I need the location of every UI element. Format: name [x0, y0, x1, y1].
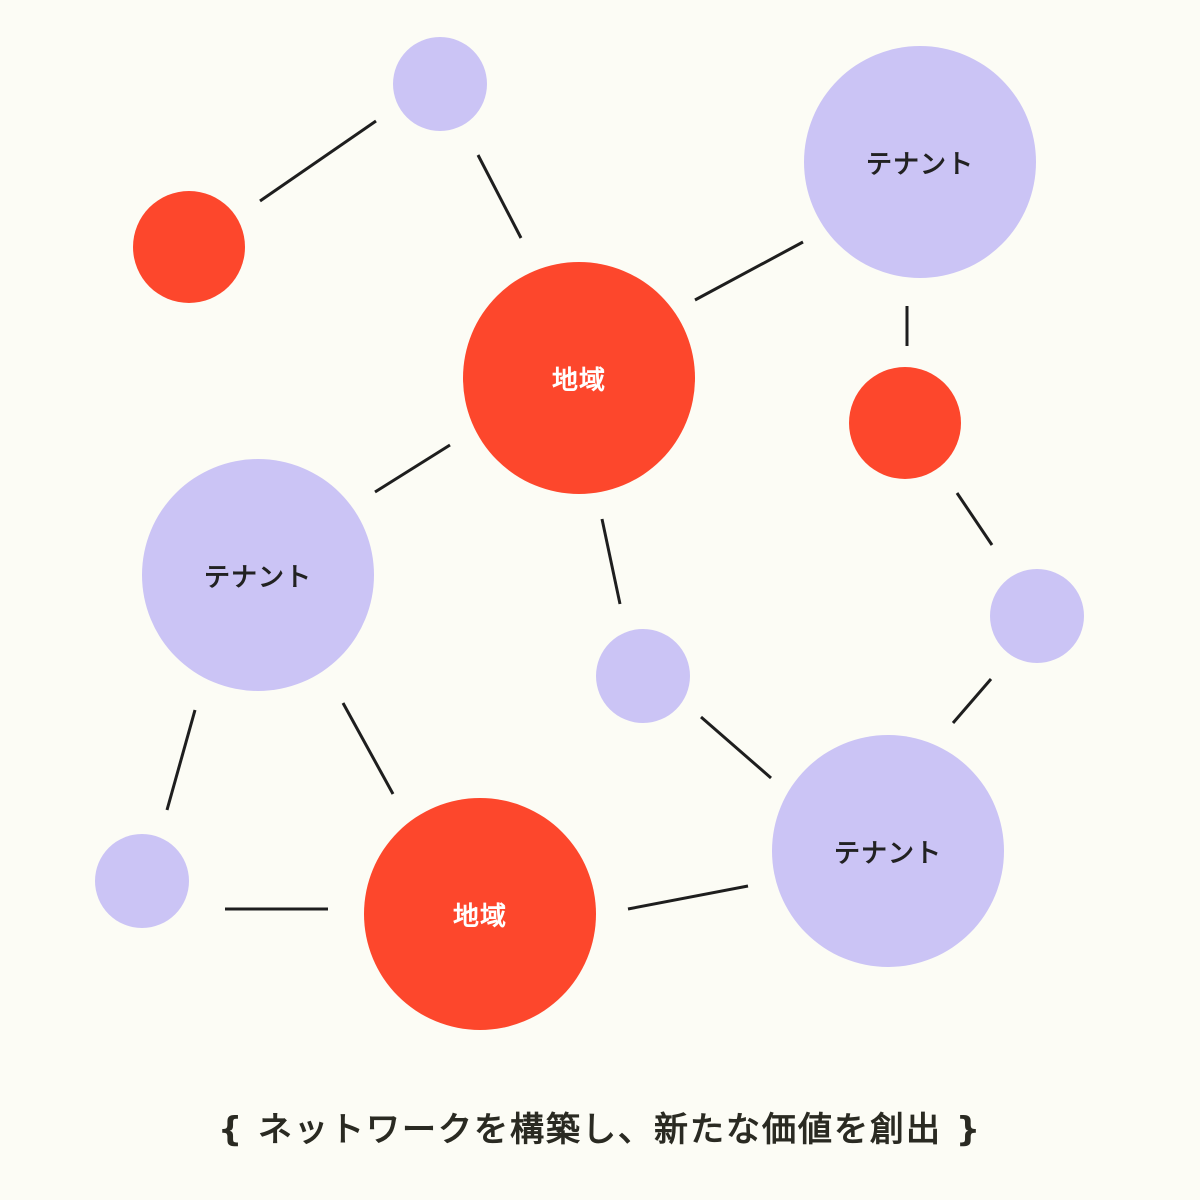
tenant-node: テナント [772, 735, 1004, 967]
edge-n1-n4 [476, 154, 523, 239]
tenant-node [95, 834, 189, 928]
region-node-label: 地域 [551, 365, 606, 396]
tenant-node [990, 569, 1084, 663]
tenant-node [596, 629, 690, 723]
edge-n2-n1 [259, 119, 377, 203]
edge-n4-n6 [374, 443, 451, 494]
edge-n4-n3 [694, 240, 804, 302]
diagram-caption: { ネットワークを構築し、新たな価値を創出 } [217, 1110, 983, 1150]
connection-lines [165, 119, 994, 911]
edge-n8-n9 [951, 678, 993, 724]
tenant-node: テナント [804, 46, 1036, 278]
tenant-node-label: テナント [203, 562, 312, 593]
tenant-node: テナント [142, 459, 374, 691]
region-node [133, 191, 245, 303]
edge-n6-n11 [341, 702, 395, 795]
tenant-node [393, 37, 487, 131]
region-node [849, 367, 961, 479]
region-node: 地域 [364, 798, 596, 1030]
region-node-label: 地域 [452, 901, 507, 932]
region-node: 地域 [463, 262, 695, 494]
edge-n4-n7 [600, 518, 622, 605]
edge-n6-n10 [165, 709, 197, 811]
tenant-node-label: テナント [865, 149, 974, 180]
edge-n5-n8 [955, 492, 994, 546]
tenant-node-label: テナント [833, 838, 942, 869]
edge-n11-n9 [627, 884, 749, 911]
edge-n7-n9 [700, 715, 772, 780]
